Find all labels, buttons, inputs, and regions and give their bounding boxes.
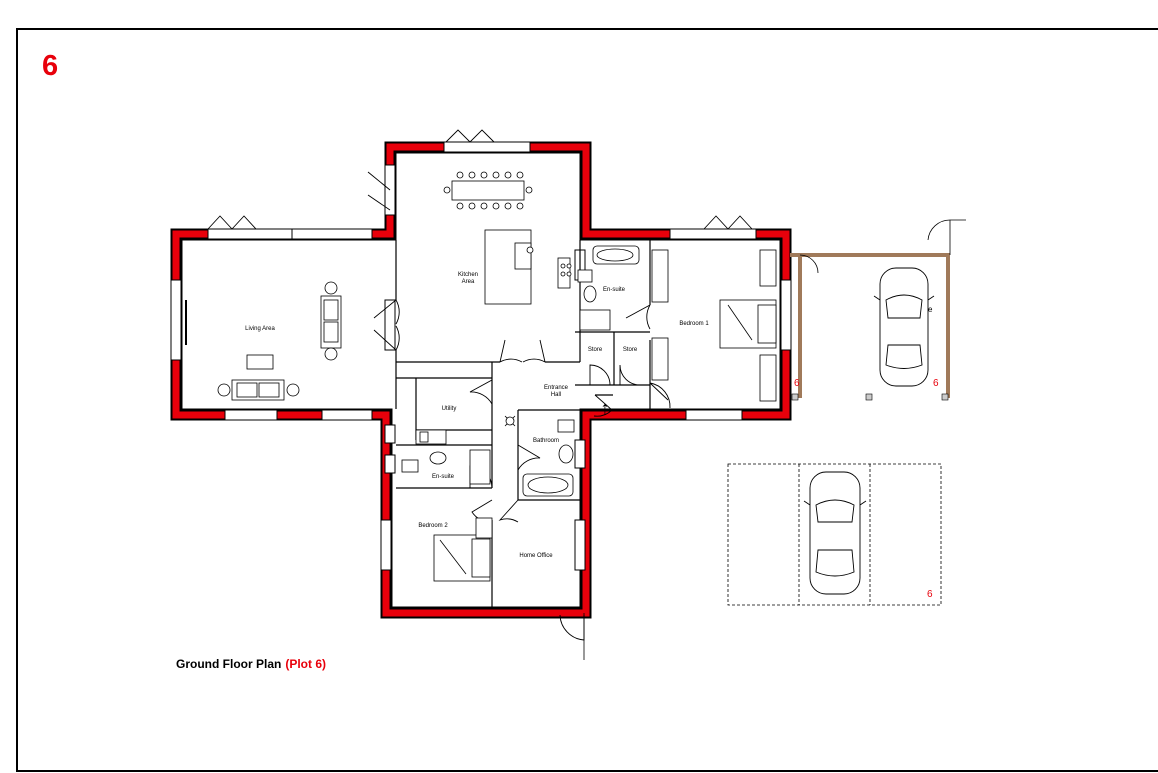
room-label-entrance-1: Entrance [544, 385, 569, 391]
room-label-entrance-2: Hall [551, 392, 561, 398]
marker-garage-e: e [928, 305, 933, 314]
room-label-store-a: Store [588, 347, 603, 353]
room-label-kitchen-1: Kitchen [458, 272, 478, 278]
building-walls [170, 141, 792, 619]
room-labels: Living Area Kitchen Area En-suite Bedroo… [245, 272, 709, 559]
room-label-ensuite-top: En-suite [603, 287, 626, 293]
room-label-office: Home Office [519, 553, 553, 559]
windows [170, 141, 792, 571]
car-icon-carport [873, 267, 935, 387]
car-icon-bay [803, 471, 867, 595]
dining-chairs [443, 171, 533, 210]
plot-markers: 6 6 6 [794, 378, 939, 600]
plot-number: 6 [42, 50, 59, 82]
marker-garage-right: 6 [933, 378, 939, 389]
marker-garage-left: 6 [794, 378, 800, 389]
caption-plot: (Plot 6) [285, 657, 326, 671]
entrance-arrow-icon: ↑ [601, 398, 610, 418]
caption-title: Ground Floor Plan [176, 657, 282, 671]
room-label-ensuite-bottom: En-suite [432, 474, 455, 480]
room-label-bedroom2: Bedroom 2 [418, 523, 448, 529]
parking-bays [727, 463, 942, 606]
furniture [185, 171, 777, 582]
room-label-utility: Utility [442, 406, 457, 412]
room-label-living: Living Area [245, 326, 275, 332]
room-label-bathroom: Bathroom [533, 438, 559, 444]
marker-bay: 6 [927, 589, 933, 600]
room-label-bedroom1: Bedroom 1 [679, 321, 709, 327]
plan-caption: Ground Floor Plan(Plot 6) [176, 657, 326, 671]
room-label-kitchen-2: Area [462, 279, 475, 285]
room-label-store-b: Store [623, 347, 638, 353]
carport [790, 219, 966, 401]
drawing-frame [16, 28, 1158, 772]
